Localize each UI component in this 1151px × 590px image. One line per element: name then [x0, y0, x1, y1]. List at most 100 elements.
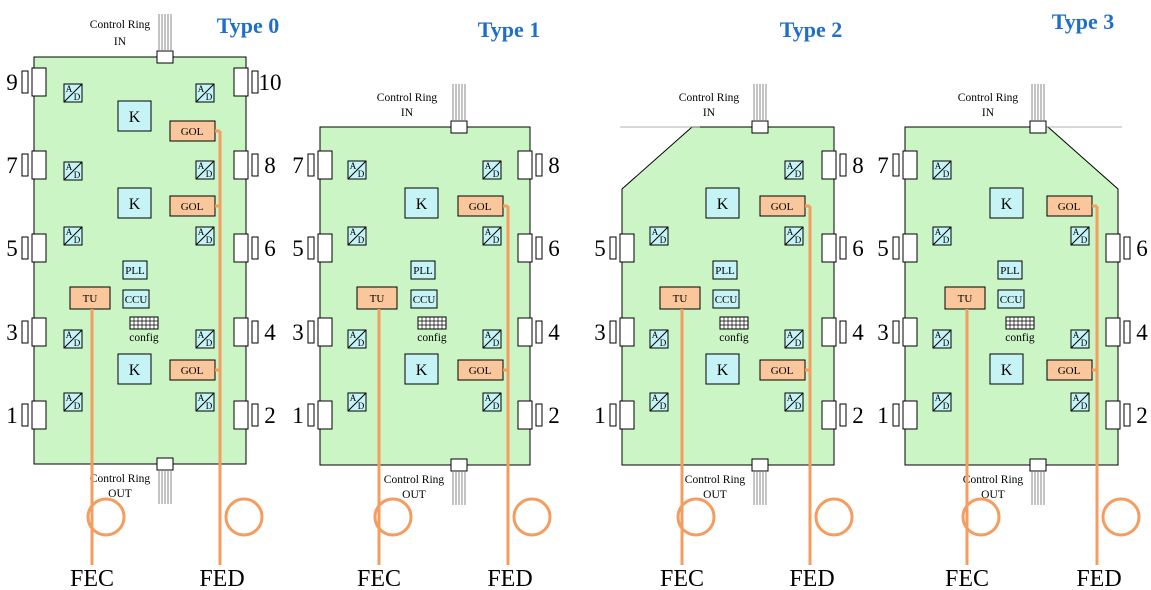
fec-label: FEC: [70, 566, 114, 590]
ad-top-label: A: [935, 330, 942, 340]
gol-chip-label: GOL: [181, 365, 204, 377]
k-chip-label: K: [1001, 196, 1013, 213]
fed-label: FED: [1076, 566, 1121, 590]
ring-in-label: IN: [982, 107, 995, 119]
connector-left: [619, 233, 635, 263]
ad-diagonal: [932, 392, 952, 412]
ad-converter: AD: [784, 160, 804, 180]
ccu-chip: [122, 289, 150, 309]
ad-converter: AD: [347, 160, 367, 180]
ccu-chip: [410, 289, 438, 309]
ring-in-connector: [751, 120, 769, 134]
ad-diagonal: [195, 392, 215, 412]
connector-right: [517, 233, 533, 263]
ad-converter: AD: [784, 226, 804, 246]
connector-left: [31, 233, 47, 263]
fed-fiber-loop: [512, 497, 552, 537]
pin-label-left: 3: [877, 320, 889, 345]
ad-diagonal: [195, 226, 215, 246]
ad-bottom-label: D: [493, 338, 500, 348]
gol-chip-label: GOL: [469, 201, 492, 213]
connector-pin-right: [839, 153, 847, 177]
pin-label-right: 6: [1136, 236, 1148, 261]
ad-converter: AD: [784, 329, 804, 349]
ad-bottom-label: D: [74, 235, 81, 245]
ad-top-label: A: [787, 393, 794, 403]
connector-pin-right: [839, 320, 847, 344]
connector-pin-right: [839, 236, 847, 260]
pin-label-right: 6: [264, 236, 276, 261]
ad-diagonal: [784, 392, 804, 412]
k-chip: [989, 353, 1024, 385]
ring-in-label: IN: [401, 107, 414, 119]
k-chip: [117, 100, 152, 132]
ccu-chip-label: CCU: [715, 294, 738, 306]
ad-top-label: A: [350, 227, 357, 237]
connector-pin-right: [1123, 403, 1131, 427]
connector-pin-right: [251, 153, 259, 177]
k-chip: [404, 187, 439, 219]
k-chip-label: K: [416, 196, 428, 213]
connector-right: [517, 150, 533, 180]
ad-converter: AD: [63, 226, 83, 246]
pin-label-left: 5: [877, 236, 889, 261]
connector-right: [821, 400, 837, 430]
ad-converter: AD: [932, 160, 952, 180]
ad-diagonal: [482, 160, 502, 180]
connector-pin-right: [839, 403, 847, 427]
ring-out-connector: [1029, 458, 1047, 472]
tu-chip: [69, 286, 111, 310]
type-title: Type 2: [780, 17, 843, 42]
ad-top-label: A: [66, 162, 73, 172]
config-block: config: [417, 316, 447, 344]
ad-top-label: A: [787, 161, 794, 171]
fed-label: FED: [487, 566, 532, 590]
ad-top-label: A: [66, 330, 73, 340]
pin-label-left: 3: [6, 320, 18, 345]
ad-bottom-label: D: [358, 235, 365, 245]
ad-top-label: A: [66, 393, 73, 403]
ring-in-label: IN: [703, 107, 716, 119]
ring-out-label: Control Ring: [963, 474, 1024, 486]
fec-fiber-loop: [86, 497, 126, 537]
ad-converter: AD: [649, 392, 669, 412]
type-title: Type 3: [1052, 9, 1115, 34]
connector-pin-right: [251, 70, 259, 94]
config-label: config: [1005, 332, 1035, 344]
pin-label-left: 9: [6, 70, 18, 95]
connector-pin-left: [21, 236, 29, 260]
connector-pin-right: [251, 403, 259, 427]
pin-label-right: 6: [548, 236, 560, 261]
ring-in-label: Control Ring: [377, 92, 438, 104]
ad-top-label: A: [198, 330, 205, 340]
ad-top-label: A: [935, 227, 942, 237]
ad-bottom-label: D: [795, 401, 802, 411]
ring-out-connector: [450, 458, 468, 472]
ad-converter: AD: [195, 160, 215, 180]
ad-bottom-label: D: [660, 338, 667, 348]
connector-pin-left: [21, 403, 29, 427]
ad-top-label: A: [652, 330, 659, 340]
ad-bottom-label: D: [74, 338, 81, 348]
pin-label-left: 7: [6, 153, 18, 178]
connector-left: [31, 317, 47, 347]
pin-label-right: 2: [1136, 403, 1148, 428]
ring-in-connector: [1029, 120, 1047, 134]
ring-in-label: Control Ring: [90, 19, 151, 31]
ad-converter: AD: [482, 329, 502, 349]
ad-bottom-label: D: [943, 235, 950, 245]
ad-diagonal: [1070, 392, 1090, 412]
ad-top-label: A: [1073, 393, 1080, 403]
ad-diagonal: [1070, 329, 1090, 349]
config-block: config: [1005, 316, 1035, 344]
connector-pin-left: [609, 236, 617, 260]
ad-diagonal: [63, 226, 83, 246]
ad-diagonal: [784, 160, 804, 180]
connector-pin-left: [307, 236, 315, 260]
connector-pin-left: [21, 70, 29, 94]
ad-diagonal: [932, 160, 952, 180]
pin-label-right: 4: [852, 320, 864, 345]
ad-converter: AD: [347, 392, 367, 412]
ccu-chip-label: CCU: [413, 294, 436, 306]
